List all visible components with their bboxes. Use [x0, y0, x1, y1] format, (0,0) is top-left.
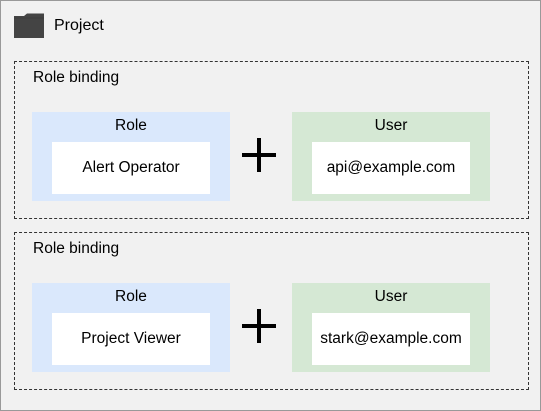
- user-value: stark@example.com: [312, 313, 470, 365]
- plus-icon: [242, 309, 276, 343]
- role-value: Project Viewer: [52, 313, 210, 365]
- user-panel: User api@example.com: [292, 112, 490, 201]
- role-binding-label: Role binding: [33, 240, 120, 257]
- project-header: Project: [13, 13, 104, 39]
- user-title: User: [374, 117, 408, 134]
- role-binding-2: Role binding Role Project Viewer User st…: [14, 232, 529, 390]
- user-title: User: [374, 288, 408, 305]
- user-value: api@example.com: [312, 142, 470, 194]
- role-binding-1: Role binding Role Alert Operator User ap…: [14, 61, 529, 219]
- role-panel: Role Project Viewer: [32, 283, 230, 372]
- folder-icon: [14, 13, 44, 38]
- user-panel: User stark@example.com: [292, 283, 490, 372]
- role-panel: Role Alert Operator: [32, 112, 230, 201]
- role-title: Role: [115, 117, 147, 134]
- project-label: Project: [54, 17, 104, 34]
- role-title: Role: [115, 288, 147, 305]
- role-value: Alert Operator: [52, 142, 210, 194]
- role-binding-label: Role binding: [33, 69, 120, 86]
- plus-icon: [242, 138, 276, 172]
